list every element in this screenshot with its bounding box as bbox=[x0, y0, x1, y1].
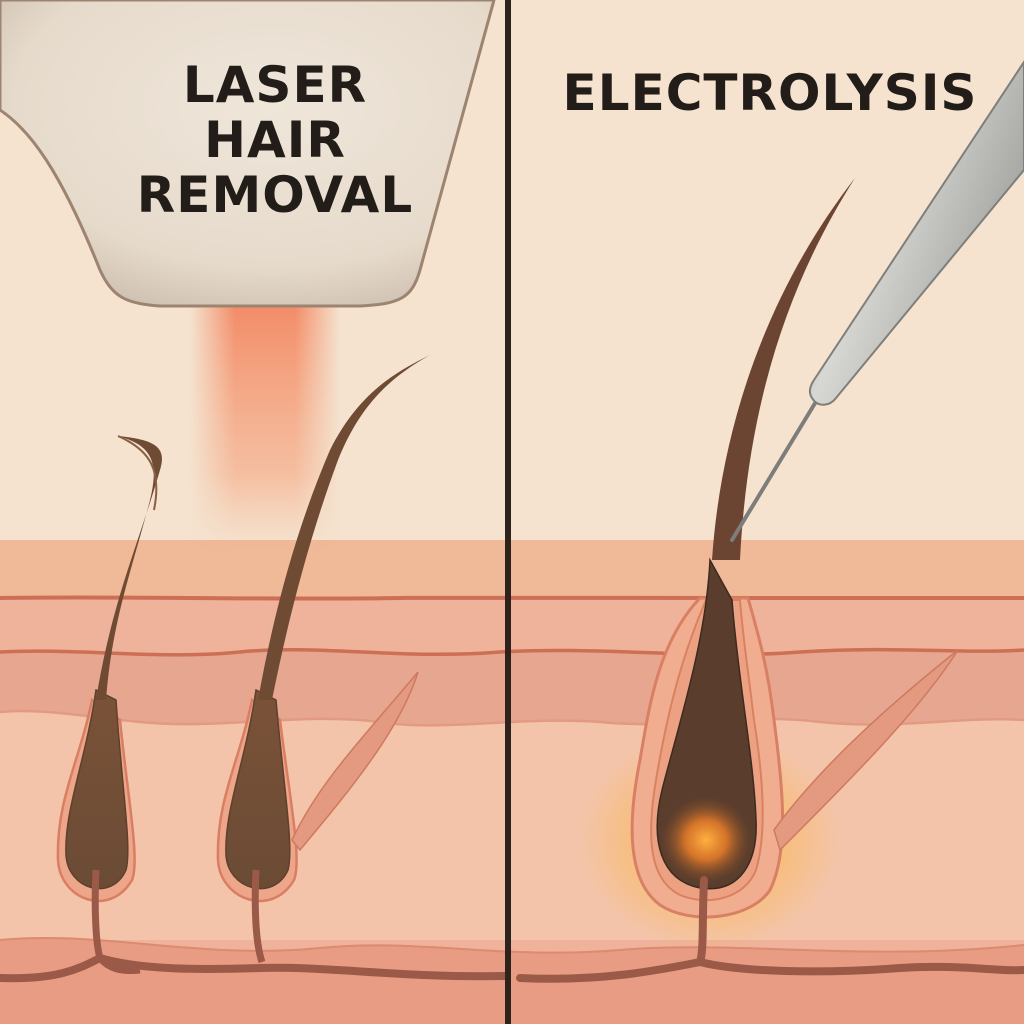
electrolysis-probe bbox=[730, 60, 1024, 542]
arrector-pili-muscle bbox=[773, 649, 959, 852]
arrector-pili-muscle bbox=[291, 671, 419, 852]
laser-handpiece bbox=[0, 0, 496, 308]
blood-vessel bbox=[0, 953, 1024, 983]
skin-layers bbox=[0, 540, 1024, 1024]
title-laser-hair-removal: LASER HAIR REMOVAL bbox=[110, 58, 440, 223]
title-electrolysis: ELECTROLYSIS bbox=[562, 64, 978, 122]
title-line-2: REMOVAL bbox=[136, 166, 414, 224]
panel-divider bbox=[505, 0, 511, 1024]
title-line-1: LASER HAIR bbox=[182, 56, 368, 169]
